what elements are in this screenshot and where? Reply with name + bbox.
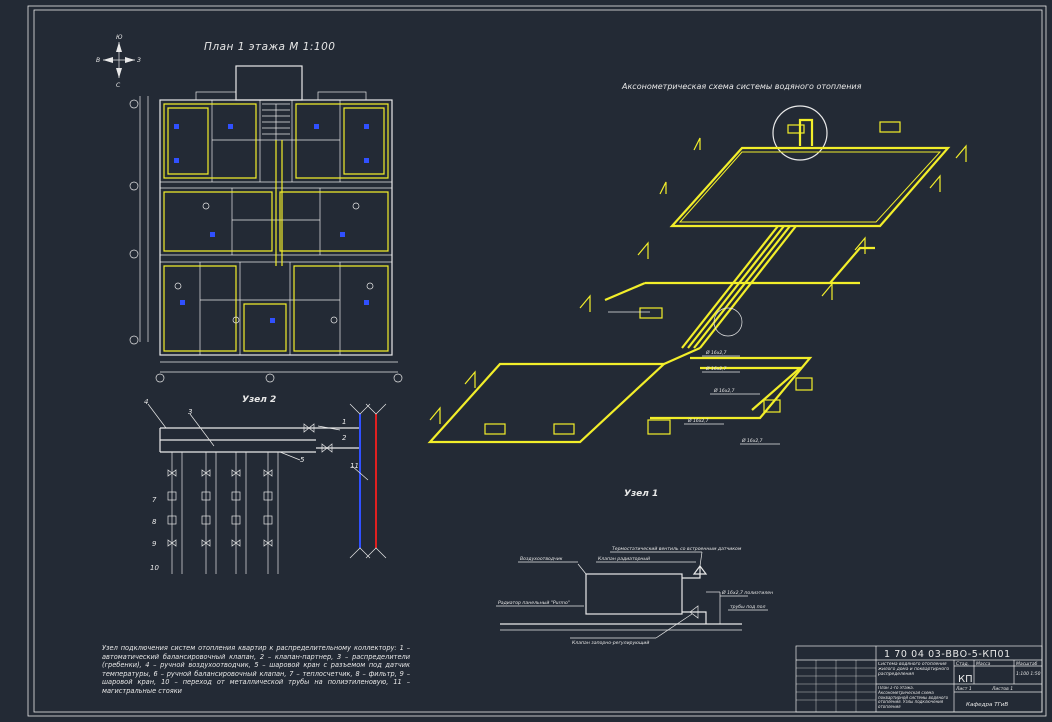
node2-num-11: 11 bbox=[350, 462, 359, 470]
node2-num-3: 3 bbox=[188, 408, 192, 416]
titleblock-description: Система водяного отопления жилого дома и… bbox=[878, 662, 950, 678]
node2-num-7: 7 bbox=[152, 496, 157, 504]
legend-items: 1 – автоматический балансировочный клапа… bbox=[102, 644, 410, 695]
axo-title: Аксонометрическая схема системы водяного… bbox=[621, 82, 862, 91]
titleblock-sheet-total: Листов 1 bbox=[991, 686, 1013, 692]
node1-label-valve-radiator: Клапан радиаторный bbox=[598, 556, 650, 562]
plan-radiator-marks bbox=[174, 124, 369, 323]
node1-scheme: Термостатический вентиль со встроенным д… bbox=[496, 546, 773, 646]
titleblock-sheet: Лист 1 bbox=[955, 686, 972, 692]
compass-icon: Ю С В З bbox=[96, 34, 141, 89]
titleblock-header-mass: Масса bbox=[976, 661, 991, 667]
plan-heating-loops bbox=[163, 103, 389, 352]
node2-num-9: 9 bbox=[152, 540, 157, 548]
node1-label-pipe: Ø 16х2,7 полиэтилен bbox=[721, 589, 773, 596]
node2-title: Узел 2 bbox=[242, 395, 276, 405]
node2-branches bbox=[147, 403, 369, 574]
sheet-frame-inner bbox=[33, 9, 1043, 713]
node1-label-radiator: Радиатор панельный "Purmo" bbox=[498, 600, 570, 606]
svg-text:Ø 16х2,7: Ø 16х2,7 bbox=[713, 387, 735, 394]
node2-num-8: 8 bbox=[152, 518, 157, 526]
floor-plan bbox=[129, 65, 403, 383]
axo-notes: Ø 16х2,7 Ø 16х2,7 Ø 16х2,7 Ø 16х2,7 Ø 16… bbox=[687, 349, 763, 444]
compass-e: З bbox=[137, 57, 141, 64]
node1-label-air-release: Воздухоотводчик bbox=[520, 556, 563, 562]
svg-text:Ø 16х2,7: Ø 16х2,7 bbox=[705, 349, 727, 356]
plan-title: План 1 этажа М 1:100 bbox=[204, 41, 335, 53]
node1-title: Узел 1 bbox=[624, 489, 658, 499]
svg-text:Ø 16х2,7: Ø 16х2,7 bbox=[687, 417, 709, 424]
node2-num-5: 5 bbox=[300, 456, 305, 464]
node2-num-4: 4 bbox=[144, 398, 148, 406]
node2-num-10: 10 bbox=[150, 564, 159, 572]
node2-scheme: 4 3 1 2 5 7 8 9 10 11 bbox=[144, 398, 387, 574]
titleblock-code: 1 70 04 03-ВВО-5-КП01 bbox=[884, 649, 1011, 660]
titleblock-sheet-title: План 1-го этажа. Аксонометрическая схема… bbox=[878, 686, 949, 710]
svg-text:Ø 16х2,7: Ø 16х2,7 bbox=[741, 437, 763, 444]
legend-block: Узел подключения систем отопления кварти… bbox=[102, 644, 410, 695]
titleblock-group: Кафедра ТГиВ bbox=[966, 702, 1008, 708]
svg-text:Ø 16х2,7: Ø 16х2,7 bbox=[705, 365, 727, 372]
titleblock-scale: 1:100 1:50 bbox=[1016, 671, 1041, 677]
legend-heading: Узел подключения систем отопления кварти… bbox=[102, 644, 397, 652]
compass-w: В bbox=[96, 57, 100, 64]
axis-markers bbox=[129, 99, 403, 383]
stair bbox=[262, 103, 290, 140]
node1-label-thermo-valve: Термостатический вентиль со встроенным д… bbox=[612, 546, 742, 552]
sheet-frame-outer bbox=[27, 5, 1047, 717]
axonometric-scheme: Ø 16х2,7 Ø 16х2,7 Ø 16х2,7 Ø 16х2,7 Ø 16… bbox=[427, 105, 967, 445]
node2-num-1: 1 bbox=[342, 418, 346, 426]
titleblock-header-stage: Стад. bbox=[956, 661, 969, 667]
titleblock-header-scale: Масштаб bbox=[1016, 661, 1038, 667]
titleblock-stage: КП bbox=[958, 674, 973, 685]
axo-radiators bbox=[429, 121, 967, 435]
compass-n: Ю bbox=[116, 34, 123, 41]
node1-label-valve-lock: Клапан запорно-регулирующий bbox=[572, 640, 649, 646]
compass-s: С bbox=[116, 82, 121, 89]
title-block: 1 70 04 03-ВВО-5-КП01 КП 1:100 1:50 Стад… bbox=[795, 645, 1043, 713]
node2-num-2: 2 bbox=[342, 434, 347, 442]
plan-fixtures bbox=[174, 202, 374, 324]
node1-label-floor: трубы под пол bbox=[730, 604, 765, 610]
